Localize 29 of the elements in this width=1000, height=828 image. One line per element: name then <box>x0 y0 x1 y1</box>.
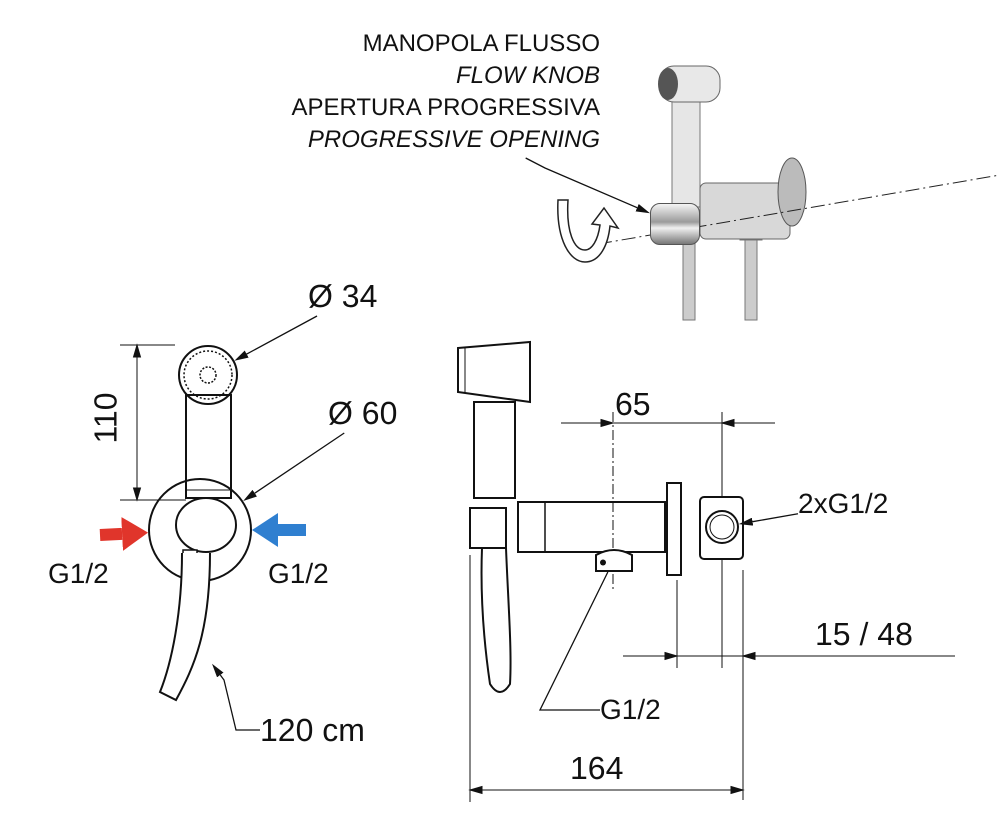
leader-line <box>234 315 318 361</box>
leader-line <box>243 432 345 501</box>
thread-label: G1/2 <box>48 560 109 588</box>
leader-line <box>538 572 608 711</box>
dimension-value: 15 / 48 <box>815 618 913 650</box>
inlet-arrow <box>252 513 306 547</box>
callout-text: MANOPOLA FLUSSO <box>362 29 600 59</box>
dimension-value: 164 <box>570 752 624 784</box>
leader-line <box>525 157 650 214</box>
thread-label: G1/2 <box>268 560 329 588</box>
thread-label: G1/2 <box>600 692 661 728</box>
outlet-nozzle <box>595 547 633 572</box>
inlet-arrow <box>100 516 148 551</box>
spray-head <box>178 345 238 405</box>
length-label: 120 cm <box>260 710 365 750</box>
hose <box>158 552 212 702</box>
dimension-value: 110 <box>90 392 122 444</box>
flow-knob <box>650 203 700 245</box>
diameter-label: Ø 60 <box>328 393 398 433</box>
inlet-connector <box>705 510 739 544</box>
callout-text: FLOW KNOB <box>456 61 600 91</box>
dimension-value: 65 <box>615 388 651 420</box>
leader-line <box>212 664 260 731</box>
thread-label: 2xG1/2 <box>798 486 888 522</box>
wall-plate <box>148 478 252 582</box>
diameter-label: Ø 34 <box>308 276 378 316</box>
callout-text: APERTURA PROGRESSIVA <box>291 93 600 123</box>
leader-line <box>738 513 798 526</box>
callout-text: PROGRESSIVE OPENING <box>308 125 600 155</box>
